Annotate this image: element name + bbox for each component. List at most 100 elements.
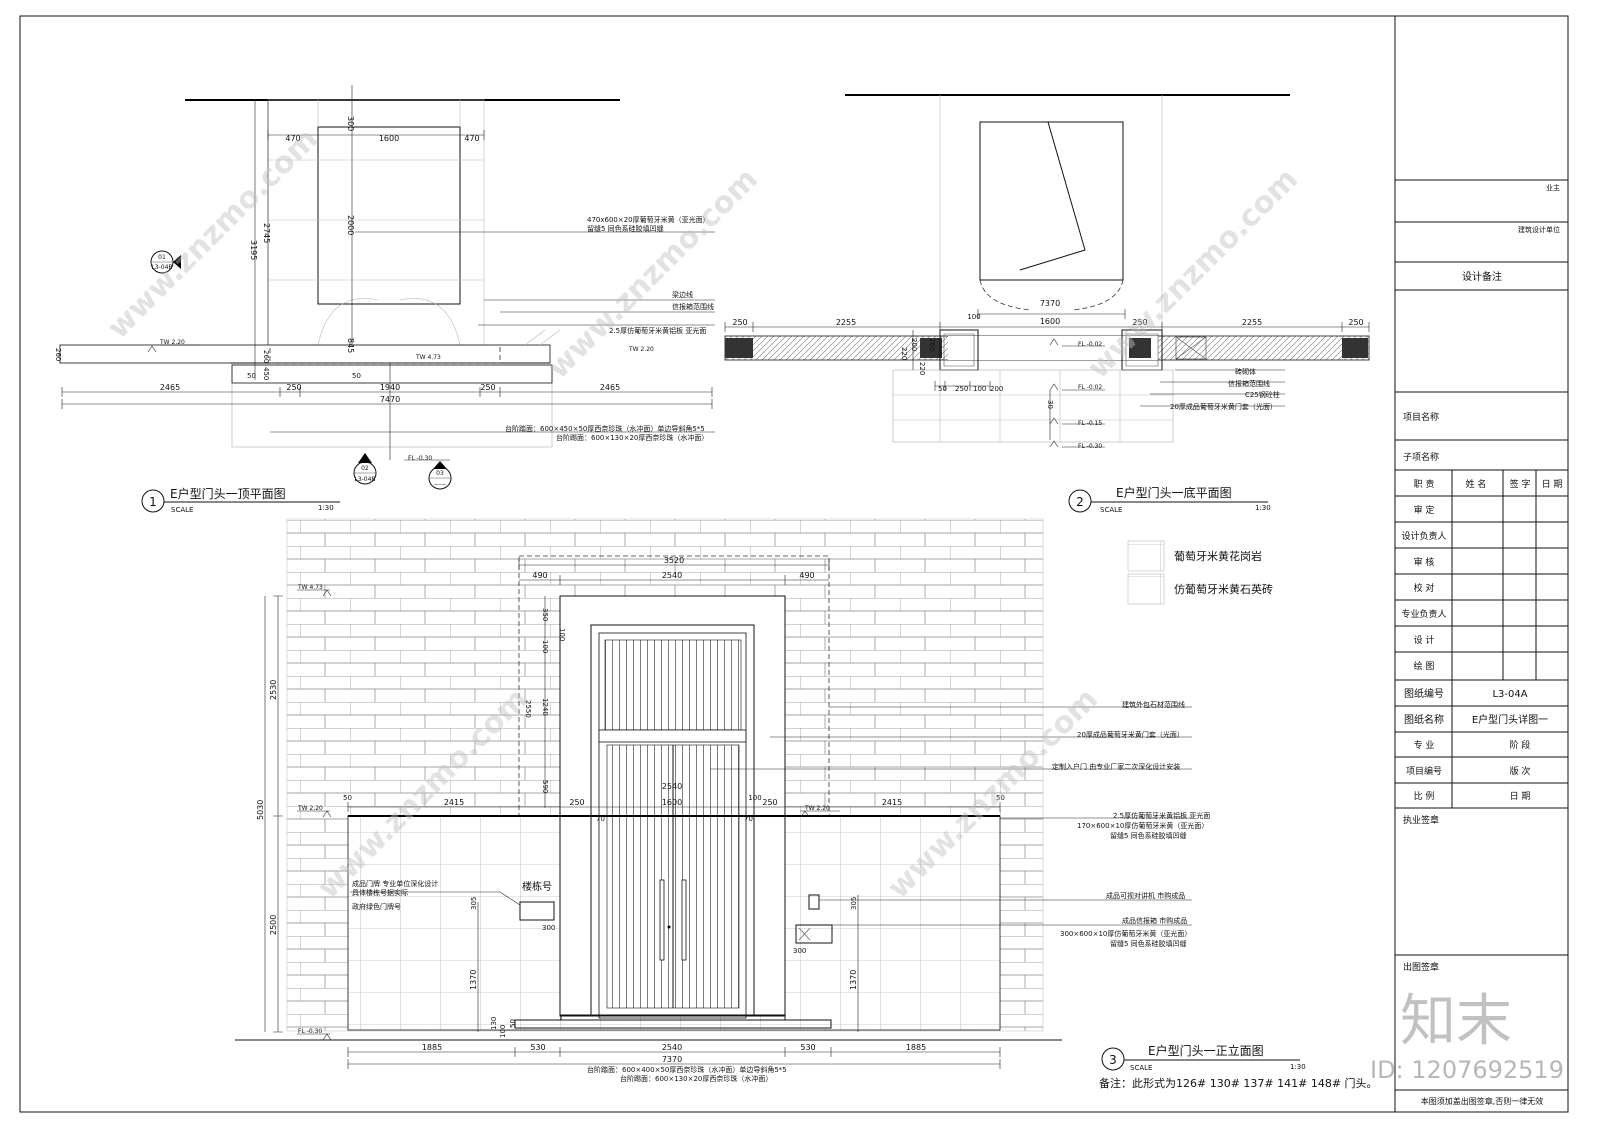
view3-number: 3: [1109, 1053, 1117, 1067]
ref-02-num: 02: [361, 465, 369, 472]
dim-590: 590: [541, 780, 549, 793]
dim-2530: 2530: [269, 680, 278, 700]
date-label: 日 期: [1510, 791, 1531, 802]
dim-250c: 250: [1348, 318, 1363, 327]
note-stone-range: 建筑外包石材范围线: [1122, 700, 1185, 709]
dim-2500: 2500: [269, 915, 278, 935]
dim-130: 130: [490, 1017, 498, 1030]
dim-1600: 1600: [1040, 317, 1060, 326]
dim-300b: 300: [793, 947, 806, 955]
note-step-riser: 台阶踢面：600×130×20厚西奈珍珠（水冲面）: [620, 1074, 772, 1083]
dim-2540c: 2540: [662, 1043, 682, 1052]
note-door-plate: 成品门牌 专业单位深化设计: [352, 879, 438, 888]
remark: 备注：此形式为126# 130# 137# 141# 148# 门头。: [1099, 1076, 1378, 1090]
level-fl3: FL -0.15: [1078, 420, 1102, 427]
level-tw3: TW 2.20: [804, 805, 830, 812]
dim-250a: 250: [569, 798, 584, 807]
ref-03-sheet: ——: [434, 481, 446, 488]
dim-2465a: 2465: [160, 383, 180, 392]
dim-530b: 530: [800, 1043, 815, 1052]
level-fl1: FL -0.02: [1078, 341, 1102, 348]
dim-2745: 2745: [262, 223, 271, 243]
note-beam: 梁边线: [672, 290, 693, 299]
dim-50a: 50: [343, 794, 352, 802]
dim-220b: 220: [918, 362, 926, 375]
legend-quartz-tile: 仿葡萄牙米黄石英砖: [1174, 582, 1273, 596]
role-3: 校 对: [1414, 582, 1435, 594]
dim-260a: 260: [262, 350, 270, 363]
note-mailbox: 成品信报箱 市购成品: [1122, 916, 1187, 925]
view1-scale-label: SCALE: [171, 506, 193, 514]
designer-label: 建筑设计单位: [1518, 225, 1560, 234]
note-joint: 留缝5 同色系硅胶填凹缝: [587, 224, 664, 233]
role-0: 审 定: [1414, 504, 1435, 516]
dim-2255b: 2255: [1242, 318, 1262, 327]
note-tile: 470x600×20厚葡萄牙米黄（亚光面）: [587, 215, 710, 224]
door-head-panel: [317, 126, 461, 305]
dim-1240: 1240: [541, 698, 549, 716]
front-elevation: 3520 490 2540 490 350 100 100 1240 2550 …: [235, 518, 1378, 1090]
dim-490a: 490: [532, 571, 547, 580]
dim-7370: 7370: [662, 1055, 682, 1064]
role-6: 绘 图: [1414, 660, 1435, 672]
dim-5030: 5030: [256, 800, 265, 820]
bottom-plan: 7370 1600 250 2255 100 250 2255 250 200 …: [724, 94, 1370, 514]
note-building-no: 具体楼栋号据实际: [352, 888, 408, 897]
dim-2415a: 2415: [444, 798, 464, 807]
role-5: 设 计: [1414, 634, 1435, 646]
dim-260: 260: [928, 338, 936, 351]
project-name-label: 项目名称: [1403, 411, 1439, 423]
dim-50a: 50: [247, 372, 256, 380]
dim-470a: 470: [285, 134, 300, 143]
version-label: 版 次: [1510, 765, 1531, 777]
name-header: 姓 名: [1466, 478, 1487, 490]
dim-1600: 1600: [379, 134, 399, 143]
drawing-name-label: 图纸名称: [1404, 713, 1444, 726]
dim-3520: 3520: [664, 556, 684, 565]
dim-260b: 260: [54, 348, 62, 361]
stage-label: 阶 段: [1510, 739, 1531, 751]
view2-scale: 1:30: [1255, 504, 1271, 512]
dim-300a: 300: [542, 924, 555, 932]
view1-title: E户型门头一顶平面图: [170, 486, 286, 501]
footer-note: 本图须加盖出图签章,否则一律无效: [1421, 1096, 1544, 1106]
dim-450: 450: [262, 367, 270, 380]
note-mailbox-range: 信报箱范围线: [1228, 379, 1270, 388]
out-seal-label: 出图签章: [1403, 961, 1439, 973]
level-tw2: TW 4.73: [415, 354, 441, 361]
dim-100d: 100: [499, 1025, 507, 1038]
dim-2415b: 2415: [882, 798, 902, 807]
note-step-riser: 台阶踢面：600×130×20厚西奈珍珠（水冲面）: [556, 433, 708, 442]
note-column: C25钢砼柱: [1245, 390, 1280, 399]
title-block: 业主 建筑设计单位 设计备注 项目名称 子项名称 职 责 姓 名 签 字 日 期…: [1395, 179, 1568, 1106]
note-building-label: 楼栋号: [522, 880, 552, 893]
mailbox: [795, 924, 833, 944]
note-door-frame: 20厚成品葡萄牙米黄门套（光面）: [1170, 402, 1277, 411]
note-brick: 砖砌体: [1235, 367, 1256, 376]
dim-1885a: 1885: [422, 1043, 442, 1052]
dim-490b: 490: [799, 571, 814, 580]
level-fl2: FL -0.02: [1078, 384, 1102, 391]
watermark-id: ID: 1207692519: [1370, 1056, 1564, 1084]
dim-50b: 50: [352, 372, 361, 380]
dim-2255a: 2255: [836, 318, 856, 327]
note-tile-300: 300×600×10厚仿葡萄牙米黄（亚光面）: [1060, 929, 1191, 938]
transom-panel: [604, 639, 742, 731]
dim-2000: 2000: [346, 215, 355, 235]
house-number-plate: [519, 901, 555, 921]
dim-1370a: 1370: [469, 970, 478, 990]
note-step-tread: 台阶踏面：600×450×50厚西奈珍珠（水冲面）单边导斜角5*5: [505, 424, 705, 433]
note-tile-170: 170×600×10厚仿葡萄牙米黄（亚光面）: [1077, 821, 1208, 830]
note-joint-1: 留缝5 同色系硅胶填凹缝: [1110, 831, 1187, 840]
ref-02-sheet: L3-04B: [354, 476, 375, 483]
dim-250a: 250: [732, 318, 747, 327]
note-intercom: 成品可视对讲机 市购成品: [1106, 891, 1185, 900]
dim-30: 30: [1046, 400, 1054, 409]
drawing-name: E户型门头详图一: [1472, 713, 1548, 726]
top-plan: 470 1600 470 300 2000 845 2745 3195 260 …: [54, 85, 715, 514]
ratio-label: 比 例: [1414, 790, 1435, 802]
dim-250d: 250: [955, 385, 968, 393]
view1-number: 1: [149, 495, 157, 509]
dim-100c: 100: [748, 794, 761, 802]
